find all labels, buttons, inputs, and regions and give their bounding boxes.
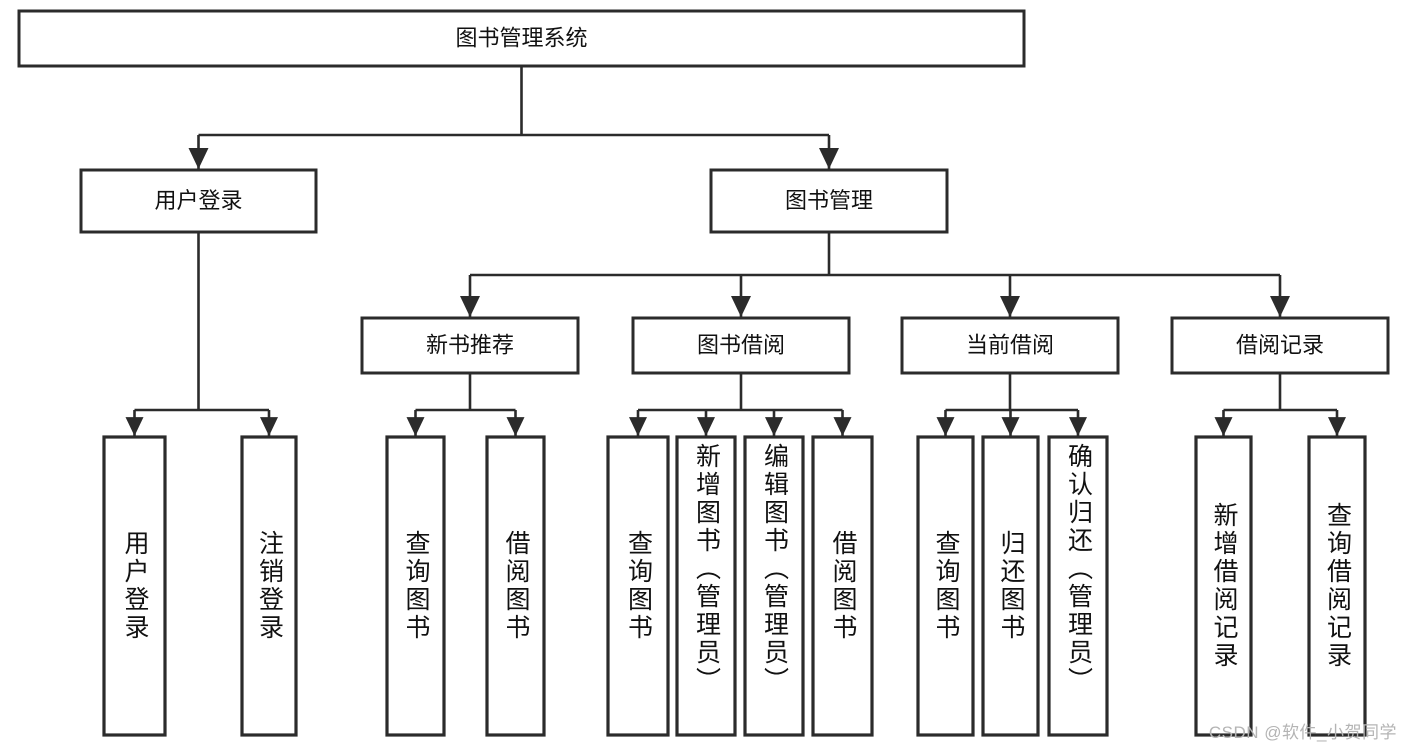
node-label-borrow-record: 借阅记录: [1236, 332, 1324, 357]
arrow-head-icon: [125, 417, 144, 436]
node-box-leaf-query-borrow-record[interactable]: [1307, 435, 1367, 737]
node-box-leaf-borrow-book[interactable]: [811, 435, 874, 737]
arrow-head-icon: [460, 296, 480, 317]
node-box-leaf-confirm-return-admin[interactable]: [1047, 435, 1109, 737]
node-label-new-book-rec: 新书推荐: [426, 332, 514, 357]
node-label-current-borrow: 当前借阅: [966, 332, 1054, 357]
node-box-leaf-edit-book-admin[interactable]: [743, 435, 805, 737]
node-label-root: 图书管理系统: [455, 25, 587, 50]
arrow-head-icon: [833, 417, 852, 436]
connectors-layer: [125, 66, 1346, 436]
node-box-user-login[interactable]: [79, 168, 318, 234]
node-box-borrow-record[interactable]: [1170, 316, 1390, 375]
node-box-leaf-add-borrow-record[interactable]: [1194, 435, 1253, 737]
node-label-book-manage: 图书管理: [785, 188, 873, 213]
arrow-head-icon: [260, 417, 278, 436]
node-box-leaf-borrow-book-rec[interactable]: [485, 435, 546, 737]
arrow-head-icon: [1328, 417, 1346, 436]
arrow-head-icon: [1069, 417, 1087, 436]
node-box-current-borrow[interactable]: [900, 316, 1120, 375]
node-box-leaf-query-book-cur[interactable]: [916, 435, 975, 737]
node-box-leaf-user-login[interactable]: [102, 435, 167, 737]
node-box-new-book-rec[interactable]: [360, 316, 580, 375]
arrow-head-icon: [765, 417, 783, 436]
arrow-head-icon: [697, 417, 715, 436]
node-box-leaf-add-book-admin[interactable]: [675, 435, 737, 737]
arrow-head-icon: [188, 148, 209, 169]
node-box-book-manage[interactable]: [709, 168, 949, 234]
arrow-head-icon: [629, 417, 647, 436]
arrow-head-icon: [731, 296, 751, 317]
arrow-head-icon: [1000, 296, 1020, 317]
node-label-book-borrow: 图书借阅: [697, 332, 785, 357]
arrow-head-icon: [936, 417, 955, 436]
arrow-head-icon: [1214, 417, 1233, 436]
node-box-book-borrow[interactable]: [631, 316, 851, 375]
node-box-leaf-query-book-borrow[interactable]: [606, 435, 670, 737]
watermark-text: CSDN @软件_小贺同学: [1208, 723, 1397, 742]
arrow-head-icon: [1270, 296, 1290, 317]
arrow-head-icon: [506, 417, 525, 436]
node-box-leaf-query-book-rec[interactable]: [385, 435, 446, 737]
node-box-leaf-user-logout[interactable]: [240, 435, 298, 737]
arrow-head-icon: [406, 417, 425, 436]
node-box-leaf-return-book[interactable]: [981, 435, 1040, 737]
arrow-head-icon: [819, 148, 839, 169]
arrow-head-icon: [1001, 417, 1020, 436]
node-label-user-login: 用户登录: [154, 188, 242, 213]
node-box-root[interactable]: [17, 9, 1026, 68]
